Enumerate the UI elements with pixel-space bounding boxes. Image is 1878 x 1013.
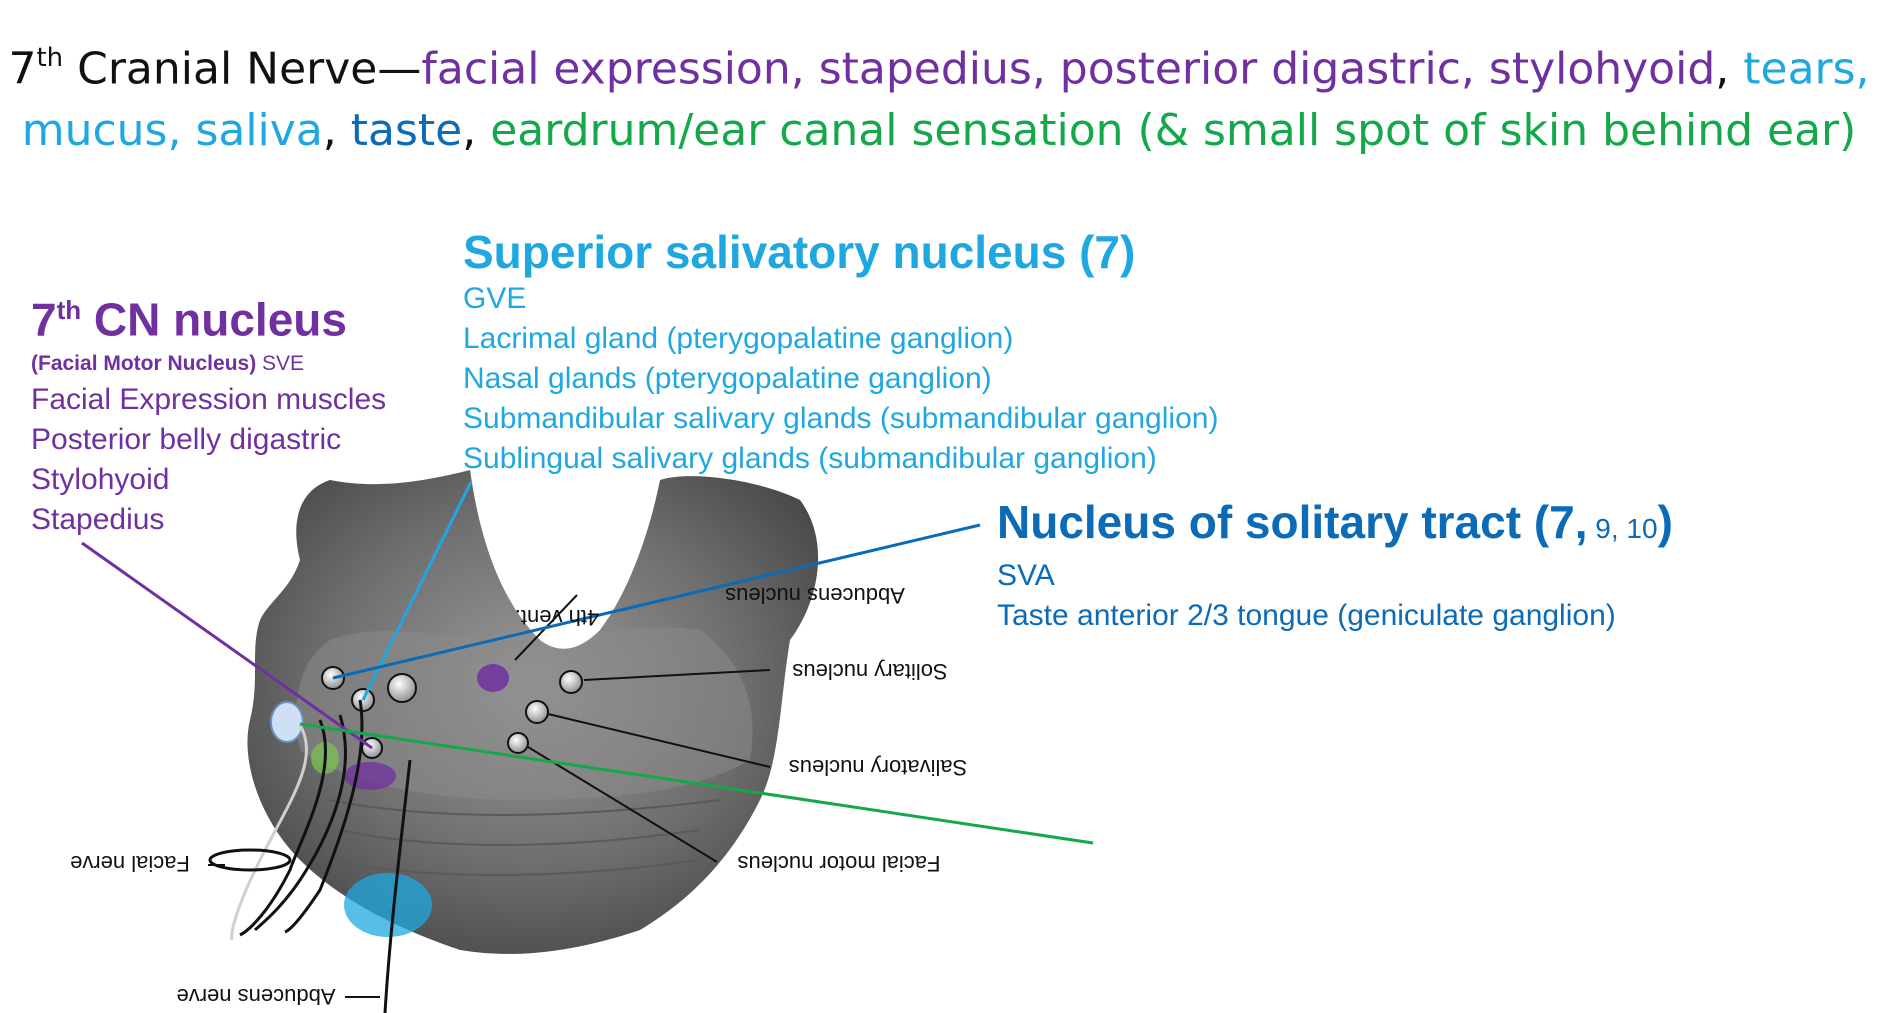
purple-highlight: [477, 664, 509, 692]
motor-nucleus-item: Posterior belly digastric: [31, 420, 386, 460]
solitary-nucleus-item: SVA: [997, 556, 1673, 596]
salivatory-nucleus-title: Superior salivatory nucleus (7): [463, 225, 1218, 279]
label-fourth-ventricle: 4th vent.: [515, 605, 599, 630]
sensory-nucleus-highlight: [271, 702, 303, 742]
salivatory-nucleus-item: Lacrimal gland (pterygopalatine ganglion…: [463, 319, 1218, 359]
solitary-nucleus-title: Nucleus of solitary tract (7, 9, 10): [997, 495, 1673, 556]
salivatory-nucleus-item: Nasal glands (pterygopalatine ganglion): [463, 359, 1218, 399]
label-salivatory-nucleus: Salivatory nucleus: [789, 755, 968, 780]
facial-nerve-loop: [210, 850, 290, 870]
salivatory-nucleus-item: Sublingual salivary glands (submandibula…: [463, 439, 1218, 479]
salivatory-nucleus-circle: [526, 701, 548, 723]
solitary-nucleus-circle: [560, 671, 582, 693]
nucleus-circle: [388, 674, 416, 702]
motor-nucleus-title: 7th CN nucleus: [31, 283, 386, 346]
salivatory-nucleus-panel: Superior salivatory nucleus (7) GVE Lacr…: [463, 225, 1218, 479]
motor-nucleus-panel: 7th CN nucleus (Facial Motor Nucleus) SV…: [31, 283, 386, 540]
salivatory-nucleus-item: GVE: [463, 279, 1218, 319]
label-abducens-nerve: Abducens nerve: [177, 984, 336, 1009]
label-facial-nerve: Facial nerve: [70, 851, 190, 876]
facial-motor-highlight: [344, 762, 396, 790]
solitary-nucleus-panel: Nucleus of solitary tract (7, 9, 10) SVA…: [997, 495, 1673, 636]
facial-motor-nucleus-circle: [508, 733, 528, 753]
motor-nucleus-item: Stylohyoid: [31, 460, 386, 500]
label-abducens-nucleus: Abducens nucleus: [725, 583, 905, 608]
salivatory-nucleus-item: Submandibular salivary glands (submandib…: [463, 399, 1218, 439]
blue-highlight: [344, 873, 432, 937]
label-facial-motor-nucleus: Facial motor nucleus: [738, 851, 941, 876]
motor-nucleus-item: Facial Expression muscles: [31, 380, 386, 420]
label-solitary-nucleus: Solitary nucleus: [792, 659, 947, 684]
motor-nucleus-item: Stapedius: [31, 500, 386, 540]
solitary-nucleus-item: Taste anterior 2/3 tongue (geniculate ga…: [997, 596, 1673, 636]
motor-nucleus-subtitle: (Facial Motor Nucleus) SVE: [31, 350, 386, 378]
